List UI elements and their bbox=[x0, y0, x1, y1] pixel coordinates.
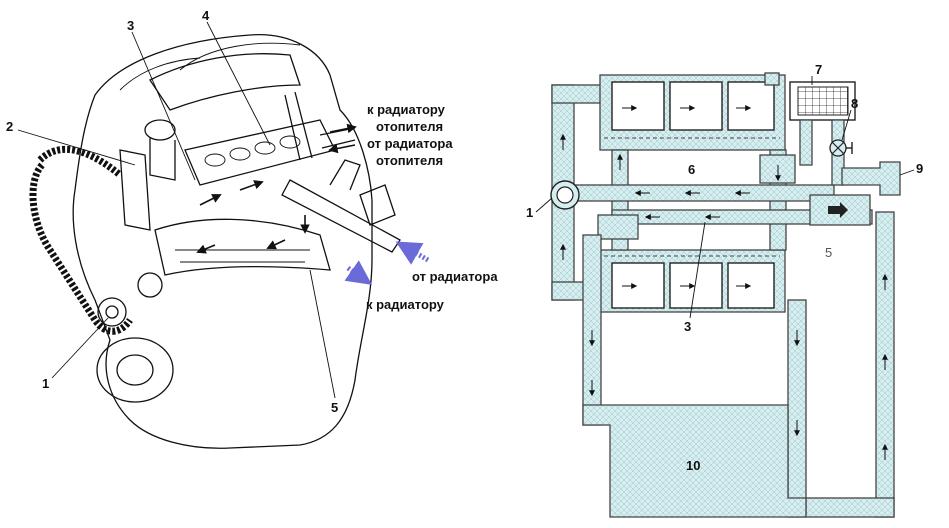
to-radiator-arrow bbox=[344, 260, 373, 285]
tensioner-pulley bbox=[97, 297, 127, 327]
scheme-label-3: 3 bbox=[684, 319, 691, 334]
label-to-radiator: к радиатору bbox=[366, 297, 445, 312]
filler-cap bbox=[144, 119, 176, 141]
engine-flow-arrows bbox=[196, 123, 357, 254]
label-to-heater-2: отопителя bbox=[376, 119, 443, 134]
schematic-flow-arrows bbox=[560, 105, 888, 460]
engine-label-5: 5 bbox=[331, 400, 338, 415]
leader-s3 bbox=[689, 221, 706, 319]
label-from-heater-2: отопителя bbox=[376, 153, 443, 168]
intake-curve bbox=[119, 57, 201, 91]
label-to-heater-1: к радиатору bbox=[367, 102, 446, 117]
component-9 bbox=[841, 161, 901, 196]
cooling-schematic: 1 3 5 6 7 8 9 10 bbox=[526, 62, 923, 518]
upper-cyl-1 bbox=[611, 81, 665, 131]
crank-pulley bbox=[96, 337, 174, 403]
engine-label-1: 1 bbox=[42, 376, 49, 391]
tensioner-hub bbox=[105, 305, 119, 319]
pump-ribs bbox=[175, 249, 310, 263]
from-radiator-arrow bbox=[395, 241, 430, 265]
leader-5 bbox=[309, 269, 336, 399]
leader-3 bbox=[131, 31, 196, 181]
left-junction bbox=[597, 214, 639, 240]
thermostat-arrow-icon bbox=[828, 202, 848, 218]
filler-neck bbox=[149, 138, 176, 181]
leader-s8 bbox=[841, 109, 852, 141]
timing-belt bbox=[29, 162, 133, 335]
upper-cyl-2 bbox=[669, 81, 723, 131]
radiator-10 bbox=[582, 404, 807, 518]
label-from-radiator: от радиатора bbox=[412, 269, 498, 284]
upper-vent bbox=[764, 72, 780, 86]
lower-cyl-2 bbox=[669, 262, 723, 309]
scheme-label-6: 6 bbox=[688, 162, 695, 177]
scheme-label-8: 8 bbox=[851, 96, 858, 111]
idler-pulley bbox=[137, 272, 163, 298]
heater-hoses bbox=[284, 91, 356, 161]
heater-inlet-pipe bbox=[799, 119, 813, 166]
crank-hub bbox=[116, 354, 154, 386]
heater-radiator-core bbox=[797, 86, 849, 116]
leader-s9 bbox=[899, 169, 915, 176]
scheme-label-5: 5 bbox=[825, 245, 832, 260]
upper-cyl-3 bbox=[727, 81, 775, 131]
scheme-label-1: 1 bbox=[526, 205, 533, 220]
cylinder-head bbox=[184, 119, 336, 186]
middle-channel bbox=[573, 184, 835, 202]
outlet-housing bbox=[329, 159, 361, 191]
valve-cross-icon bbox=[831, 141, 845, 155]
intake-manifold bbox=[149, 53, 301, 111]
scheme-label-9: 9 bbox=[916, 161, 923, 176]
engine-drawing: 2 3 4 1 5 к радиатору отопителя от радиа… bbox=[6, 8, 498, 449]
lower-cyl-3 bbox=[727, 262, 775, 309]
pump-1-impeller bbox=[556, 186, 574, 204]
leader-2 bbox=[17, 129, 136, 166]
scheme-label-7: 7 bbox=[815, 62, 822, 77]
scheme-label-10: 10 bbox=[686, 458, 700, 473]
engine-outline bbox=[72, 34, 373, 449]
label-from-heater-1: от радиатора bbox=[367, 136, 453, 151]
leader-1 bbox=[51, 317, 109, 379]
engine-label-3: 3 bbox=[127, 18, 134, 33]
cam-covers bbox=[204, 135, 301, 167]
thermostat-housing bbox=[119, 149, 151, 231]
engine-label-2: 2 bbox=[6, 119, 13, 134]
water-pump-area bbox=[154, 218, 331, 276]
lower-cyl-1 bbox=[611, 262, 665, 309]
engine-label-4: 4 bbox=[202, 8, 210, 23]
intake-curve-2 bbox=[179, 42, 301, 71]
radiator-outlet-pipe bbox=[281, 179, 401, 253]
mount-bracket bbox=[359, 184, 396, 226]
leader-4 bbox=[206, 21, 271, 146]
leader-s1 bbox=[535, 197, 553, 213]
